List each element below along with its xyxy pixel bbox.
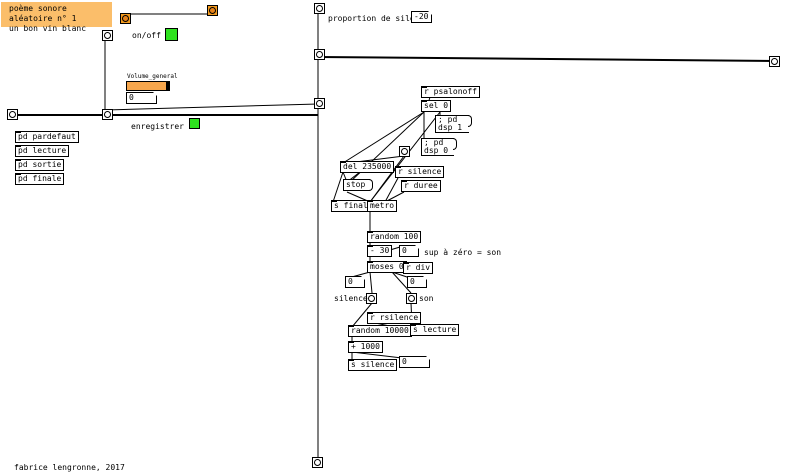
bottom-bang[interactable] bbox=[312, 457, 323, 468]
metro-object[interactable]: metro bbox=[367, 200, 398, 212]
patch-title: poème sonore aléatoire n° 1 bbox=[9, 4, 77, 23]
onoff-label: on/off bbox=[132, 31, 161, 40]
onoff-bang[interactable] bbox=[102, 30, 113, 41]
r-silence-object[interactable]: r silence bbox=[395, 166, 445, 178]
volume-slider[interactable] bbox=[126, 81, 170, 91]
subpatch-pardefaut[interactable]: pd pardefaut bbox=[15, 131, 79, 143]
proportion-number[interactable]: -20 bbox=[411, 11, 432, 23]
top-bus-bang[interactable] bbox=[314, 3, 325, 14]
metro-bang[interactable] bbox=[399, 146, 410, 157]
s-final-object[interactable]: s final bbox=[331, 200, 371, 212]
plus-object[interactable]: + 1000 bbox=[348, 341, 383, 353]
minus-object[interactable]: - 30 bbox=[367, 245, 393, 257]
son-number[interactable]: 0 bbox=[407, 276, 427, 288]
son-bang[interactable] bbox=[406, 293, 417, 304]
moses-object[interactable]: moses 0 bbox=[367, 261, 407, 273]
author-credit: fabrice lengronne, 2017 bbox=[14, 463, 125, 472]
dsp-on-message[interactable]: ; pd dsp 1 bbox=[435, 115, 472, 133]
sel-0-object[interactable]: sel 0 bbox=[421, 100, 452, 112]
minus-number[interactable]: 0 bbox=[399, 245, 419, 257]
title-canvas: poème sonore aléatoire n° 1 un bon vin b… bbox=[1, 2, 112, 33]
bottom-number[interactable]: 0 bbox=[399, 356, 430, 368]
s-lecture-object[interactable]: s lecture bbox=[410, 324, 460, 336]
onoff-toggle[interactable] bbox=[165, 28, 178, 41]
volume-slider-thumb[interactable] bbox=[166, 82, 169, 90]
volume-label: Volume_general bbox=[127, 73, 178, 80]
random-10000-object[interactable]: random 10000 bbox=[348, 325, 412, 337]
subpatch-sortie[interactable]: pd sortie bbox=[15, 159, 65, 171]
son-label: son bbox=[419, 294, 434, 303]
random-100-object[interactable]: random 100 bbox=[367, 231, 422, 243]
stop-message[interactable]: stop bbox=[343, 179, 374, 191]
middle-bus-bang[interactable] bbox=[314, 98, 325, 109]
silence-bang[interactable] bbox=[366, 293, 377, 304]
mid-bang[interactable] bbox=[102, 109, 113, 120]
start-bang[interactable] bbox=[120, 13, 131, 24]
dsp-off-message[interactable]: ; pd dsp 0 bbox=[421, 138, 457, 156]
r-div-object[interactable]: r div bbox=[403, 262, 434, 274]
s-silence-object[interactable]: s silence bbox=[348, 359, 398, 371]
r-duree-object[interactable]: r duree bbox=[401, 180, 441, 192]
sup-comment: sup à zéro = son bbox=[424, 248, 502, 257]
r-rsilence-object[interactable]: r rsilence bbox=[367, 312, 422, 324]
r-psalonoff-object[interactable]: r psalonoff bbox=[421, 86, 480, 98]
enregistrer-label: enregistrer bbox=[131, 122, 184, 131]
right-bus-bang[interactable] bbox=[769, 56, 780, 67]
enregistrer-toggle[interactable] bbox=[189, 118, 200, 129]
del-object[interactable]: del 235000 bbox=[340, 161, 395, 173]
silence-number[interactable]: 0 bbox=[345, 276, 365, 288]
patch-subtitle: un bon vin blanc bbox=[9, 24, 87, 33]
upper-bus-bang[interactable] bbox=[314, 49, 325, 60]
left-bang[interactable] bbox=[7, 109, 18, 120]
volume-number[interactable]: 0 bbox=[126, 92, 157, 104]
silence-label: silence bbox=[334, 294, 368, 303]
stop-bang[interactable] bbox=[207, 5, 218, 16]
subpatch-finale[interactable]: pd finale bbox=[15, 173, 65, 185]
proportion-label: proportion de silence bbox=[328, 14, 430, 23]
subpatch-lecture[interactable]: pd lecture bbox=[15, 145, 70, 157]
